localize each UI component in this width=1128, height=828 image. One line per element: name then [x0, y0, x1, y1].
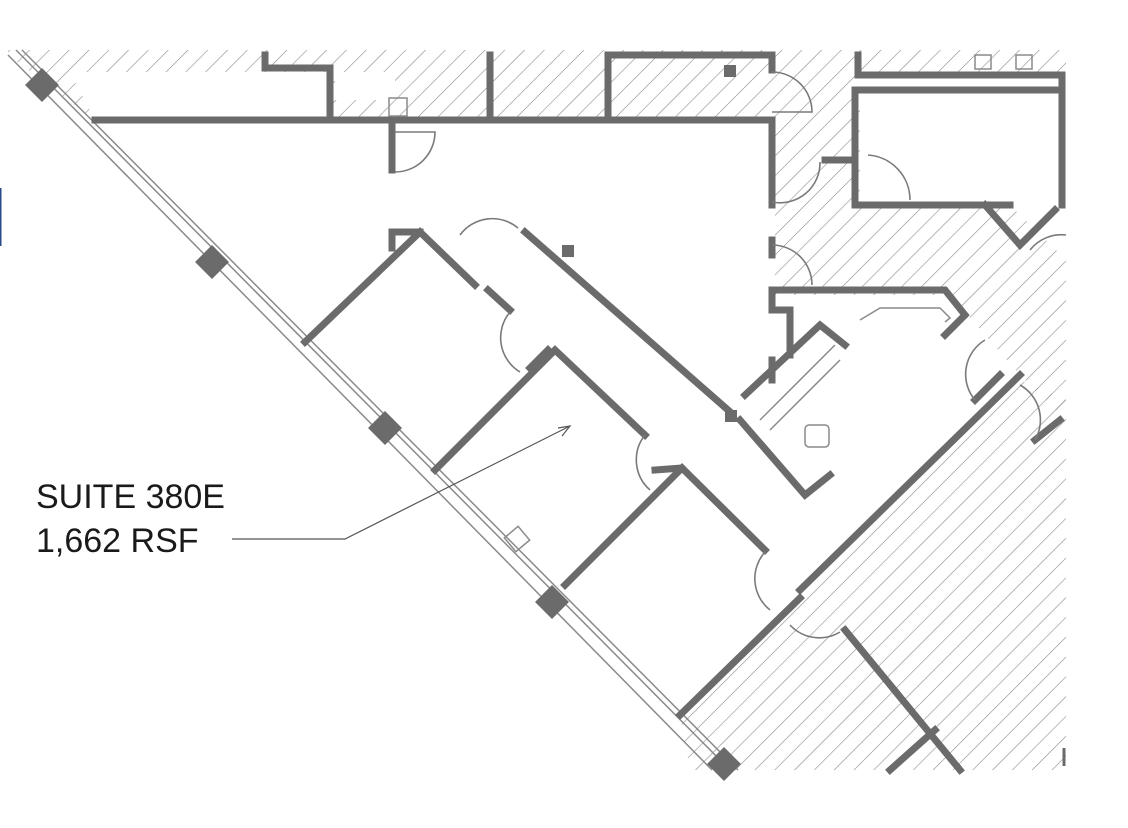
interior-walls: [91, 51, 1066, 775]
suite-area-label: 1,662 RSF: [36, 522, 199, 560]
door-swings: [394, 71, 1067, 639]
suite-leader-arrow: [232, 425, 572, 540]
fixtures: [0, 54, 1066, 766]
hatched-area-right-corridor: [775, 120, 1066, 420]
hatched-area-bottom-right: [680, 380, 1066, 770]
column: [535, 585, 569, 619]
column: [195, 245, 229, 279]
column: [368, 411, 402, 445]
column: [707, 747, 741, 781]
suite-name-label: SUITE 380E: [36, 478, 225, 516]
exterior-curtain-wall: [7, 49, 741, 781]
